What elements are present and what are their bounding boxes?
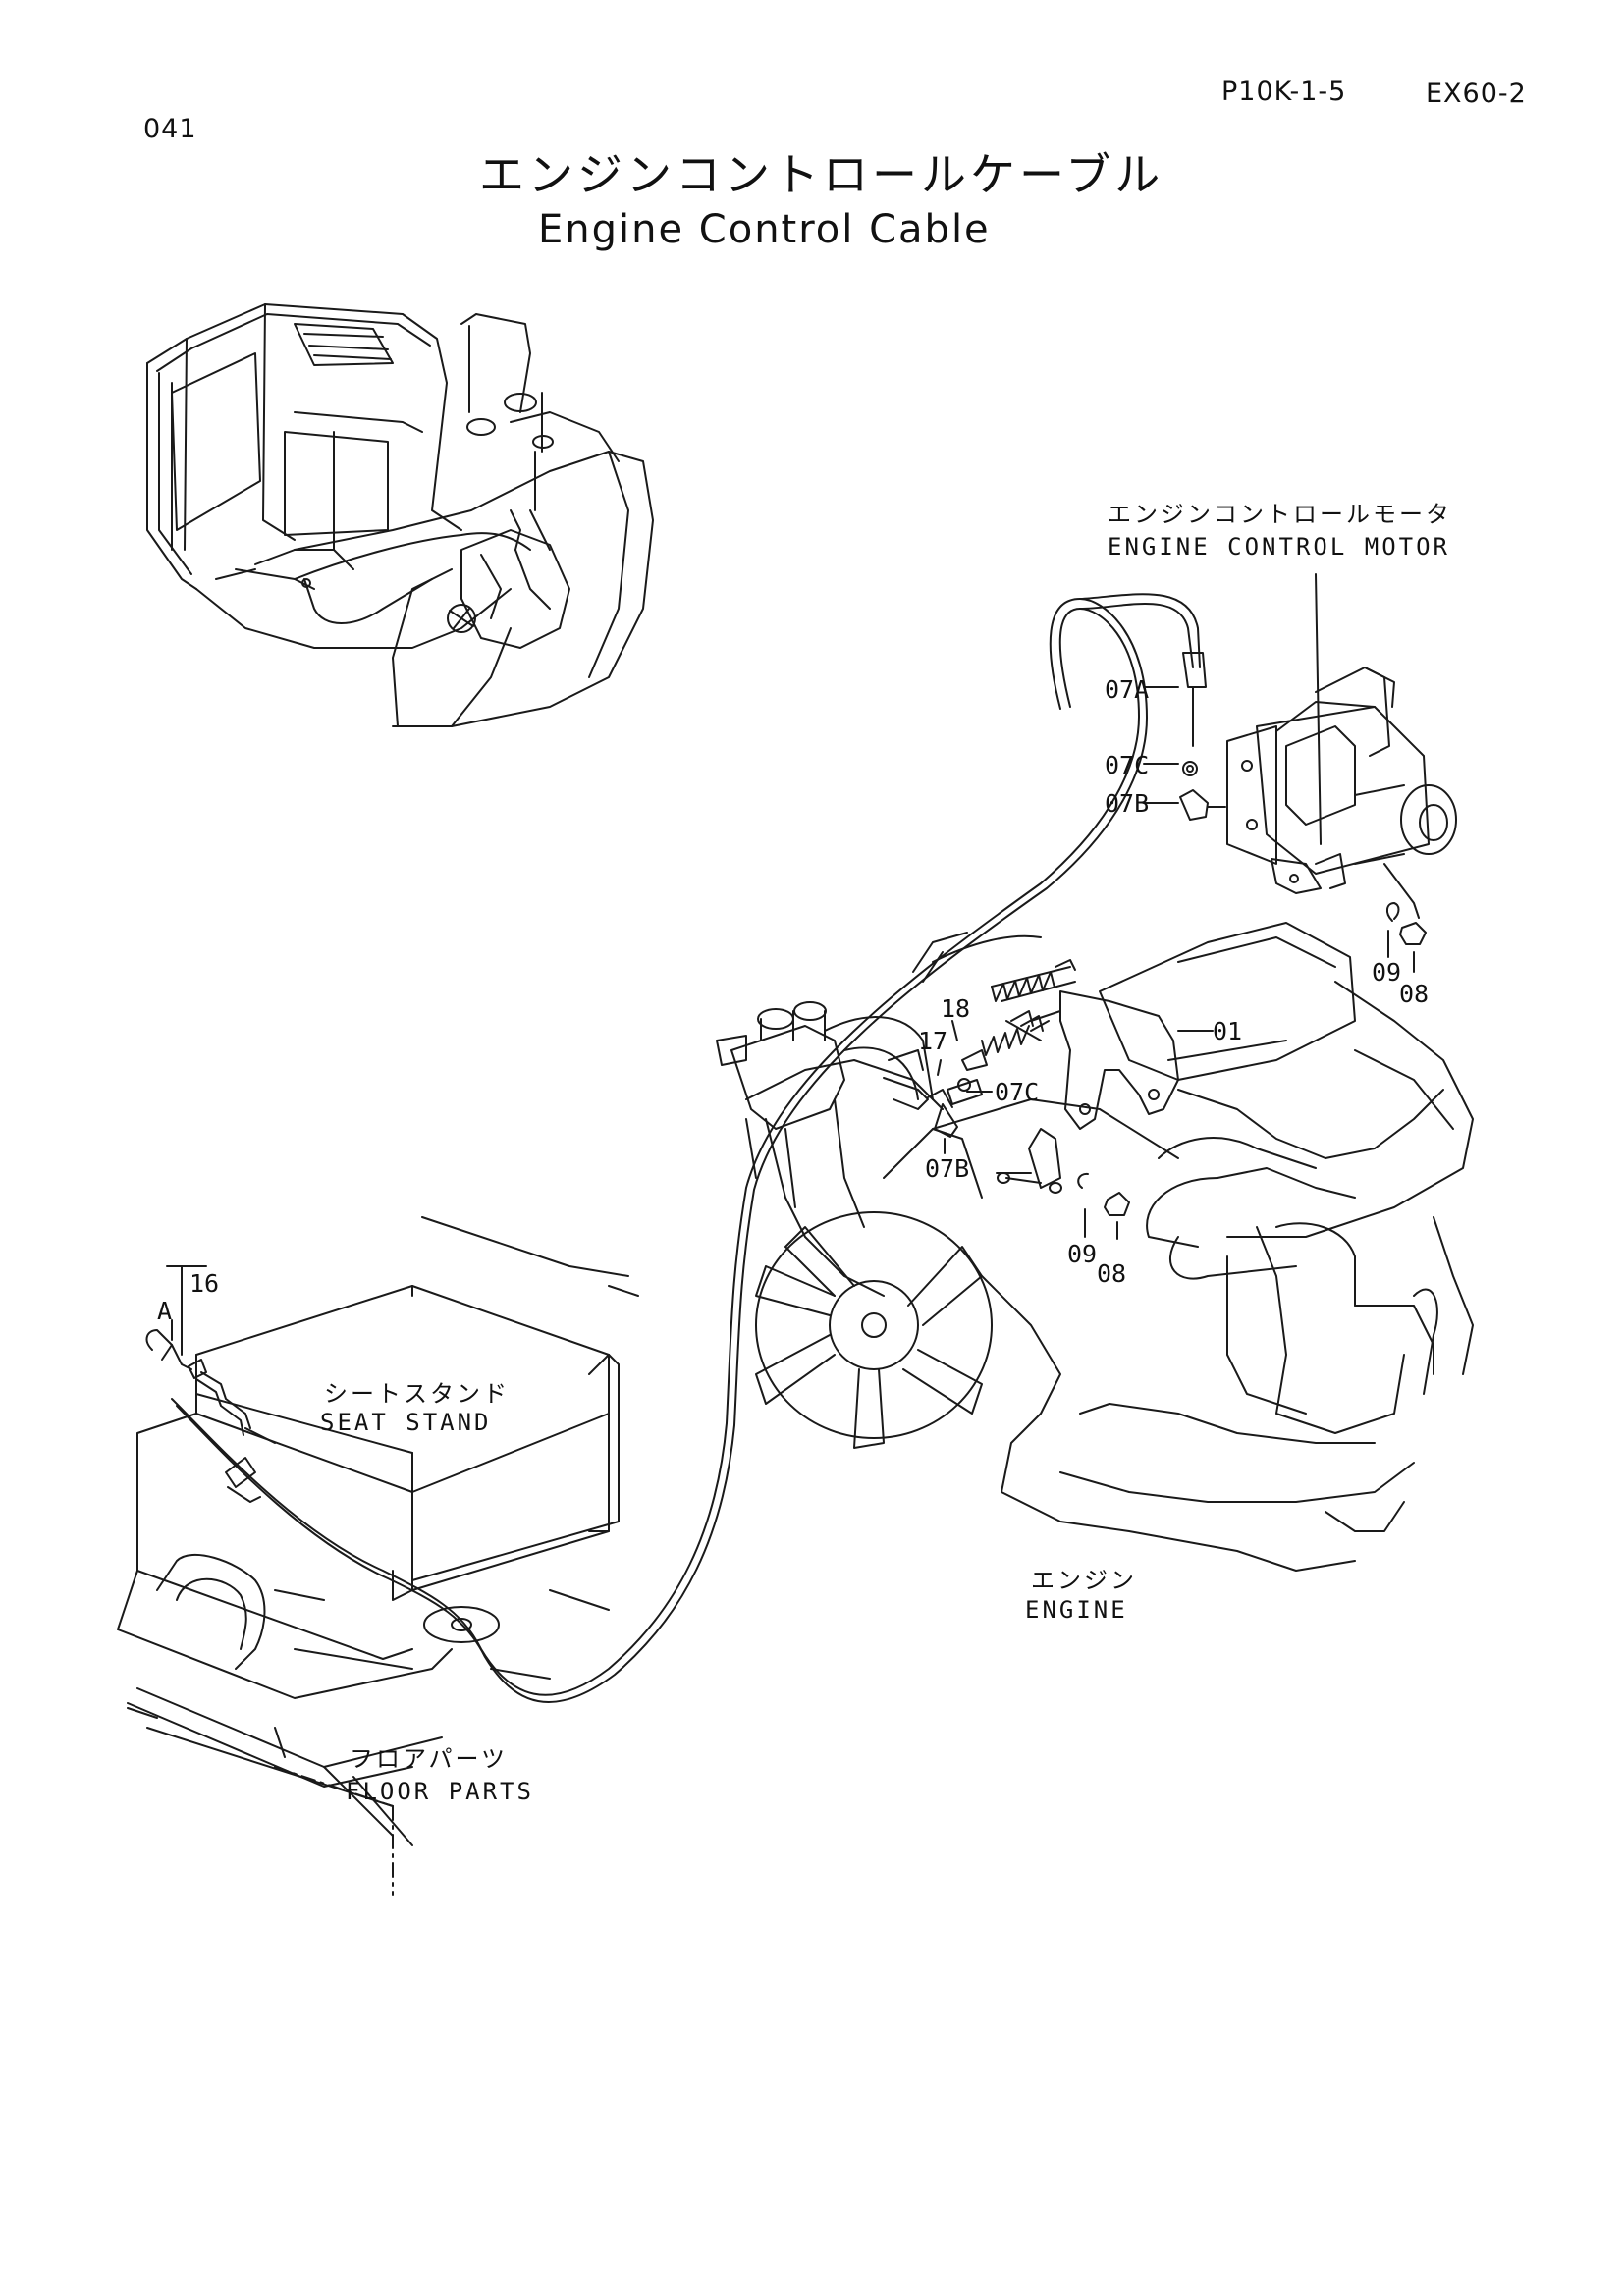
control-lever-drawing	[147, 1266, 275, 1502]
title-japanese: エンジンコントロールケーブル	[479, 148, 1164, 201]
part-number-16: 16	[189, 1269, 220, 1298]
page-number: 041	[143, 114, 197, 144]
part-ref-a: A	[157, 1297, 173, 1325]
part-number-07c-top: 07C	[1105, 751, 1150, 779]
part-number-09-top: 09	[1372, 958, 1402, 987]
part-number-08-mid: 08	[1097, 1259, 1127, 1288]
document-code: P10K-1-5	[1221, 77, 1347, 107]
control-motor-drawing	[1144, 574, 1456, 972]
label-floor-parts-jp: フロアパーツ	[350, 1745, 509, 1773]
label-floor-parts-en: FLOOR PARTS	[346, 1778, 534, 1805]
label-seat-stand-en: SEAT STAND	[320, 1409, 492, 1436]
part-number-07a: 07A	[1105, 675, 1150, 704]
part-number-17: 17	[918, 1027, 948, 1055]
part-number-18: 18	[941, 994, 971, 1023]
linkage-drawing	[884, 960, 1213, 1239]
title-english: Engine Control Cable	[538, 207, 991, 252]
label-engine-control-motor-jp: エンジンコントロールモータ	[1108, 501, 1452, 528]
part-number-07b-mid: 07B	[925, 1154, 970, 1183]
part-number-07c-mid: 07C	[995, 1078, 1040, 1106]
label-engine-jp: エンジン	[1031, 1567, 1137, 1594]
label-seat-stand-jp: シートスタンド	[324, 1380, 510, 1408]
label-engine-en: ENGINE	[1025, 1596, 1128, 1624]
part-number-09-mid: 09	[1067, 1240, 1098, 1268]
seat-stand-drawing	[118, 1217, 638, 1895]
excavator-overview-drawing	[147, 304, 653, 726]
engine-drawing	[717, 923, 1473, 1571]
label-engine-control-motor-en: ENGINE CONTROL MOTOR	[1108, 533, 1450, 561]
cable-drawing	[172, 594, 1200, 1702]
part-number-07b-top: 07B	[1105, 789, 1150, 818]
part-number-08-top: 08	[1399, 980, 1430, 1008]
part-number-01: 01	[1213, 1017, 1243, 1045]
model-code: EX60-2	[1426, 79, 1527, 109]
